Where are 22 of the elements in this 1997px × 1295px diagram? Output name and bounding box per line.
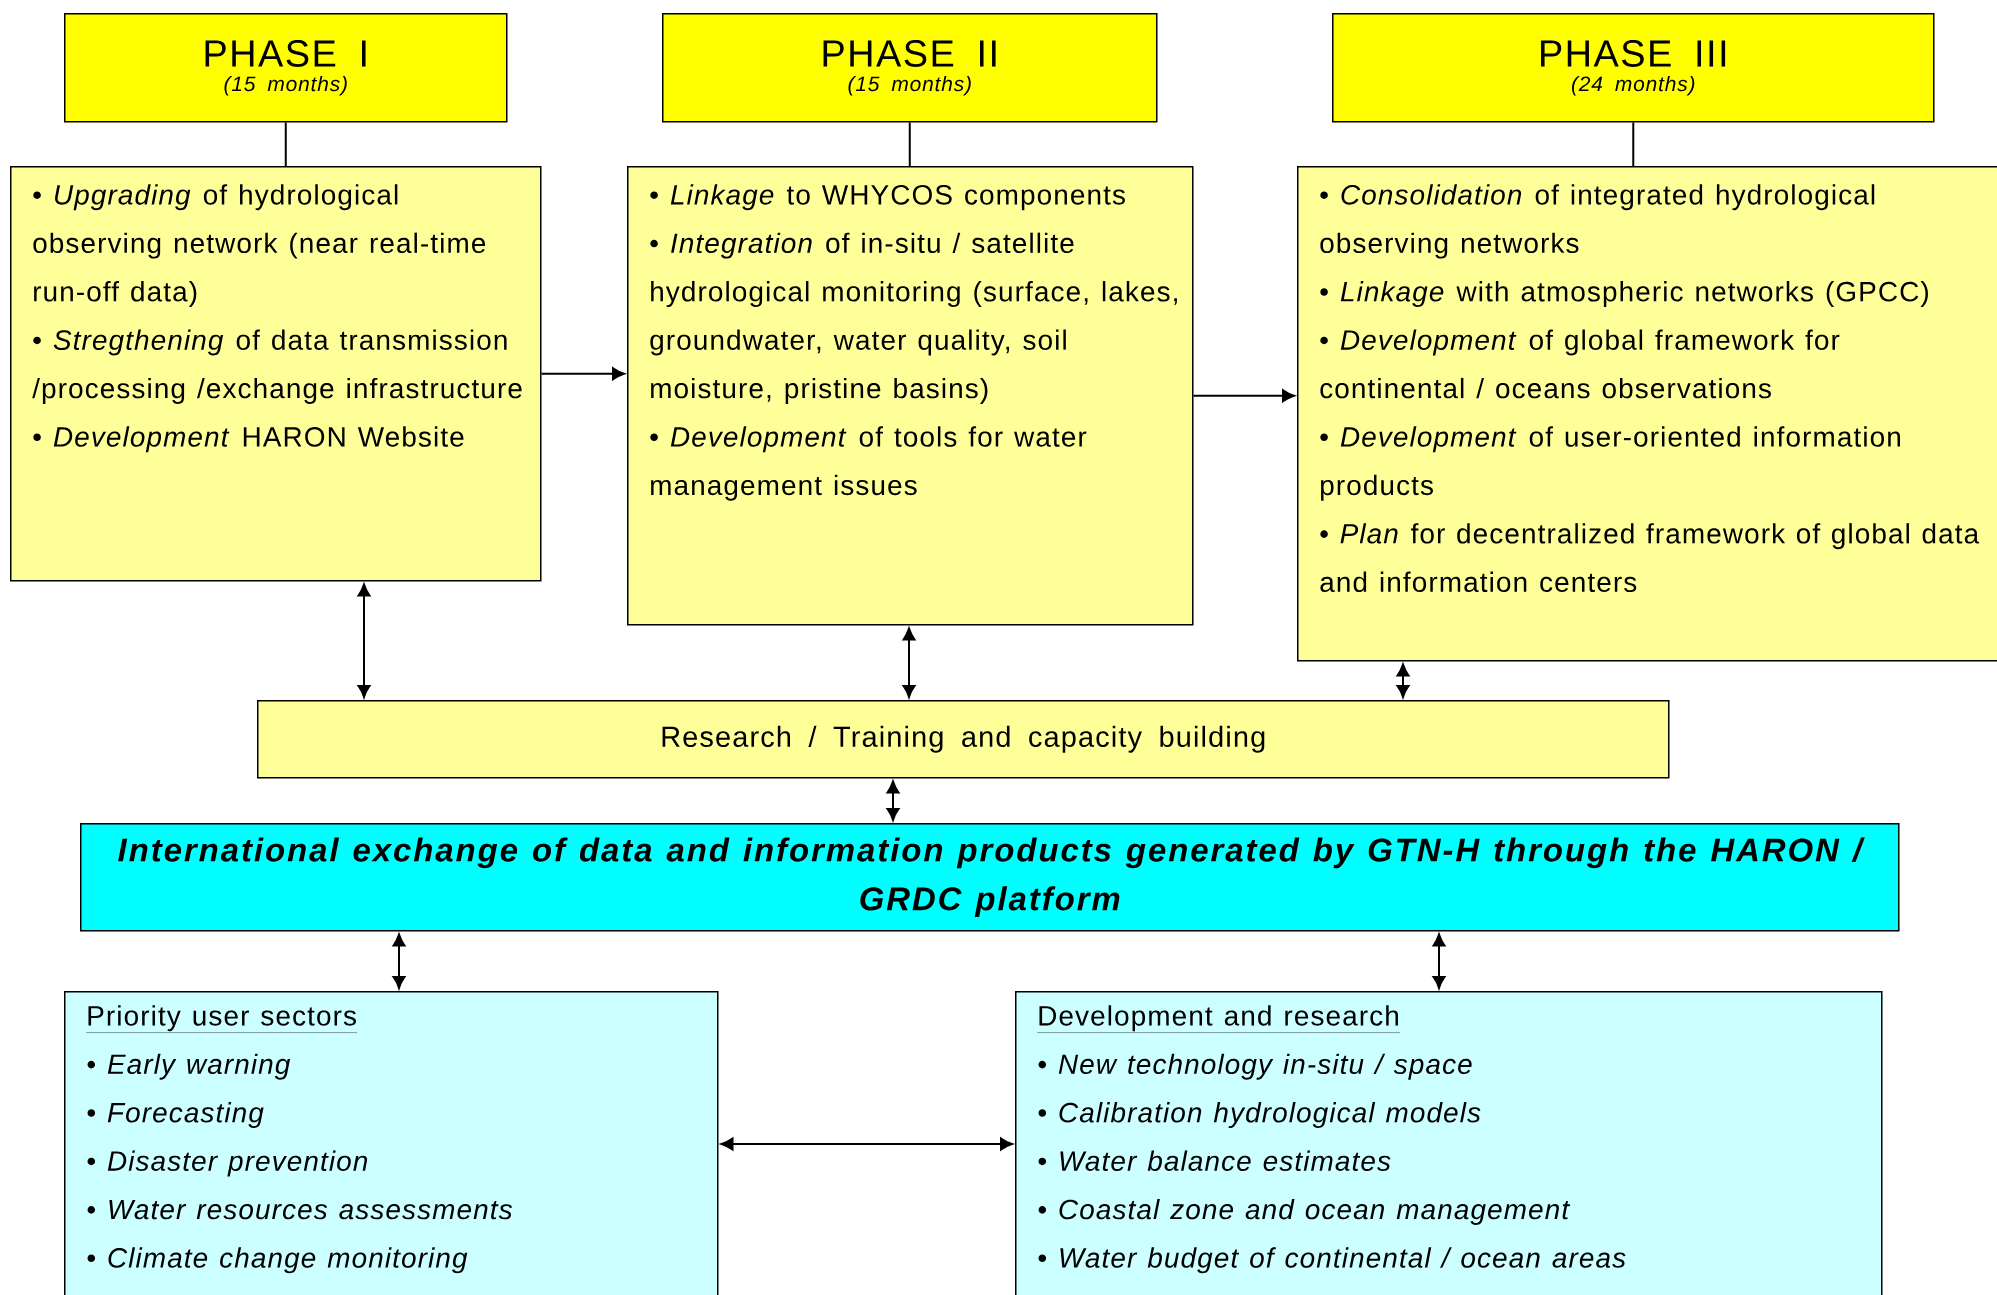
task-box: • Consolidation of integrated hydrological observing networks • Linkage with atmospheric networks (GPCC) • Development of global framework for continental / oceans observations • Development of user-oriented information products • Plan for decentralized framework of global data and information centers <box>1297 166 1997 662</box>
arrow <box>886 780 900 821</box>
arrow <box>1396 663 1410 698</box>
sector-box: Development and research • New technology in-situ / space • Calibration hydrological models • Water balance estimates • Coastal zone and ocean management • Water budget of continental / ocean areas <box>1015 991 1883 1295</box>
arrow <box>902 627 916 698</box>
connector-line <box>908 121 911 167</box>
sector-box: Priority user sectors • Early warning • Forecasting • Disaster prevention • Water resources assessments • Climate change monitoring <box>64 991 719 1295</box>
task-box: • Upgrading of hydrological observing network (near real-time run-off data) • Stregthening of data transmission /processing /exchange infrastructure • Development HARON Website <box>10 166 542 582</box>
exchange-box: International exchange of data and information products generated by GTN-H through the HARON / GRDC platform <box>80 823 1900 932</box>
arrow <box>392 933 406 989</box>
connector-line <box>284 121 287 167</box>
task-box: • Linkage to WHYCOS components • Integration of in-situ / satellite hydrological monitoring (surface, lakes, groundwater, water quality, soil moisture, pristine basins) • Development of tools for water management issues <box>627 166 1194 626</box>
arrow <box>1432 933 1446 989</box>
phase-box: PHASE III (24 months) <box>1332 13 1935 123</box>
phase-box: PHASE I (15 months) <box>64 13 508 123</box>
arrow <box>540 367 625 381</box>
connector-line <box>1632 121 1635 167</box>
arrow <box>357 583 371 698</box>
phase-box: PHASE II (15 months) <box>662 13 1158 123</box>
research-band: Research / Training and capacity building <box>257 700 1670 779</box>
arrow <box>1192 389 1295 403</box>
arrow <box>720 1137 1013 1151</box>
